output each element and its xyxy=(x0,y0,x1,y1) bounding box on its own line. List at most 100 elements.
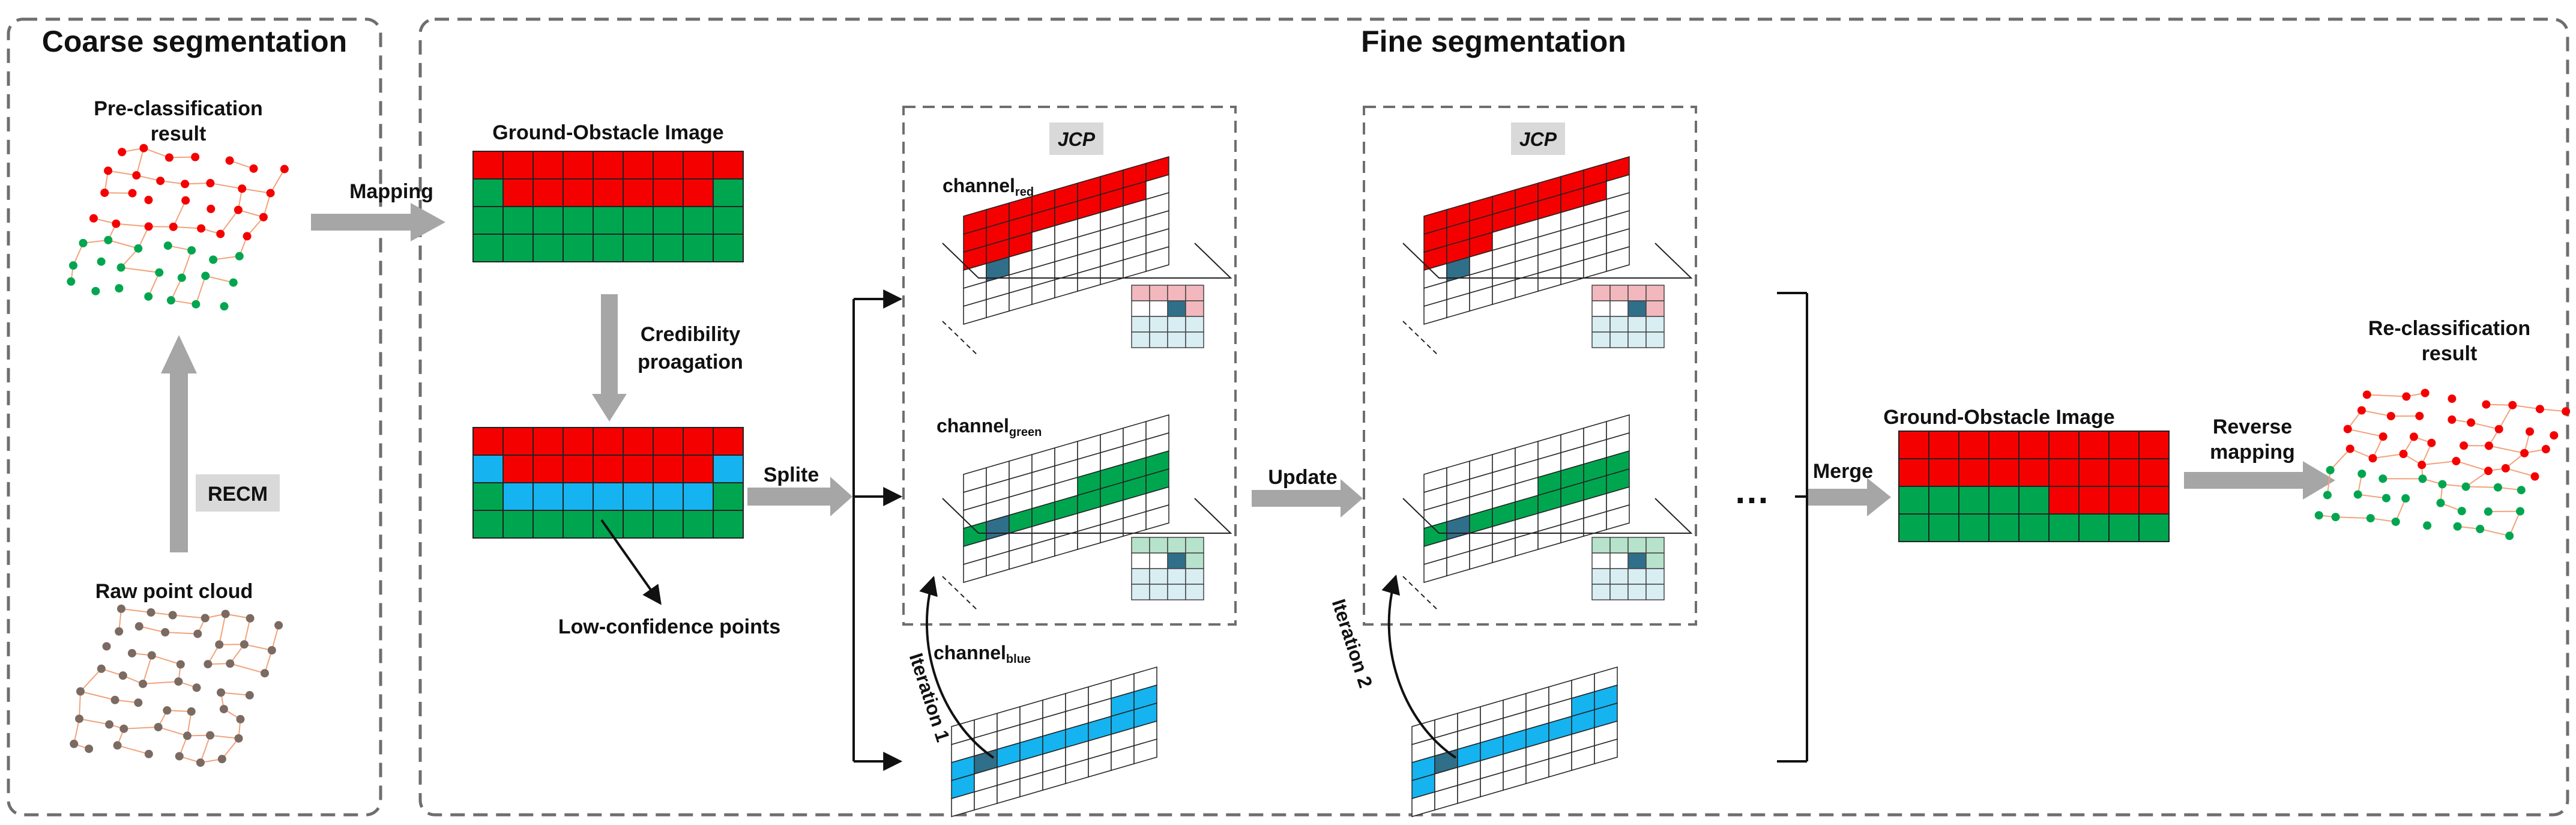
goi1-cell xyxy=(532,234,564,262)
pre-cloud-point xyxy=(134,244,143,253)
recm-label: RECM xyxy=(208,483,268,506)
raw-cloud-point xyxy=(134,622,143,631)
pre-cloud-point xyxy=(156,177,165,186)
goi3-cell xyxy=(2048,458,2080,487)
goi2-cell xyxy=(653,427,684,456)
goi3-cell xyxy=(1928,458,1959,487)
re-cloud-edge xyxy=(2395,498,2407,522)
splite-label: Splite xyxy=(764,464,819,486)
goi2-cell xyxy=(683,510,714,539)
goi3-cell xyxy=(1928,513,1959,542)
iter1-red-zoom-cell xyxy=(1167,300,1186,317)
goi1-cell xyxy=(653,206,684,235)
goi1-cell xyxy=(472,178,504,207)
goi3-cell xyxy=(2078,458,2110,487)
goi3-cell xyxy=(2048,486,2080,515)
goi1-cell xyxy=(502,234,534,262)
raw-point-cloud-label: Raw point cloud xyxy=(95,580,253,603)
iteration-1-arrow xyxy=(919,575,995,759)
pre-cloud-edge xyxy=(213,255,240,261)
goi2-cell xyxy=(683,427,714,456)
goi3-cell xyxy=(2078,431,2110,459)
goi1-cell xyxy=(683,151,714,180)
goi3-cell xyxy=(2138,513,2170,542)
goi2-cell xyxy=(532,455,564,483)
re-cloud-point xyxy=(2436,498,2445,507)
goi1-cell xyxy=(472,206,504,235)
iter1-green-zoom-cell xyxy=(1149,537,1168,554)
raw-cloud-edge xyxy=(80,691,115,701)
pre-cloud-edge xyxy=(185,183,211,185)
raw-cloud-point xyxy=(217,688,226,697)
goi3-cell xyxy=(1988,431,2019,459)
goi2-cell xyxy=(502,510,534,539)
raw-cloud-point xyxy=(116,604,125,613)
raw-cloud-point xyxy=(118,671,127,680)
pre-cloud-point xyxy=(164,153,173,162)
pre-cloud-point xyxy=(97,257,106,266)
pre-cloud-point xyxy=(201,271,210,280)
re-cloud-point xyxy=(2402,392,2411,401)
raw-point-cloud xyxy=(70,604,283,767)
pre-cloud-point xyxy=(100,189,109,198)
re-cloud-edge xyxy=(2370,518,2396,522)
goi3-cell xyxy=(1898,486,1929,515)
raw-cloud-point xyxy=(234,734,243,743)
iter2-green-zoom-cell xyxy=(1591,537,1611,554)
re-cloud-point xyxy=(2401,494,2410,503)
goi1-cell xyxy=(563,151,594,180)
pre-cloud-point xyxy=(207,204,216,213)
pre-cloud-point xyxy=(169,222,178,231)
split-bracket xyxy=(852,289,903,771)
raw-cloud-edge xyxy=(142,681,179,684)
re-cloud-point xyxy=(2457,507,2466,516)
pre-classification-label-line2: result xyxy=(151,122,207,145)
re-classification-label-line2: result xyxy=(2422,342,2478,365)
iter1-green-zoom-cell xyxy=(1131,537,1150,554)
pre-cloud-edge xyxy=(121,267,160,273)
raw-cloud-point xyxy=(134,698,143,707)
iteration-2-arrow xyxy=(1381,574,1457,759)
raw-cloud-point xyxy=(176,660,185,669)
pre-cloud-edge xyxy=(195,276,207,305)
goi3-cell xyxy=(1988,486,2019,515)
re-cloud-point xyxy=(2391,517,2400,526)
goi1-cell xyxy=(653,234,684,262)
iter2-green-zoom-cell xyxy=(1645,584,1665,600)
pre-cloud-point xyxy=(69,261,78,270)
raw-cloud-point xyxy=(201,614,210,623)
raw-cloud-point xyxy=(113,741,122,750)
reverse-mapping-label-line2: mapping xyxy=(2210,441,2295,464)
pre-cloud-point xyxy=(128,189,137,198)
raw-cloud-point xyxy=(246,614,255,623)
goi3-cell xyxy=(1898,458,1929,487)
goi2-cell xyxy=(502,427,534,456)
re-cloud-point xyxy=(2461,482,2470,491)
re-cloud-edge xyxy=(2488,445,2525,454)
iter1-green-cell xyxy=(1145,504,1169,530)
goi1-cell xyxy=(713,151,744,180)
goi3-cell xyxy=(2048,513,2080,542)
goi1-cell xyxy=(683,234,714,262)
jcp-label-box-2 xyxy=(1511,122,1565,155)
goi3-cell xyxy=(1988,458,2019,487)
goi2-cell xyxy=(532,482,564,511)
pre-cloud-edge xyxy=(108,239,139,249)
raw-cloud-point xyxy=(196,758,205,767)
pre-cloud-point xyxy=(238,184,247,193)
goi2-cell xyxy=(563,427,594,456)
raw-cloud-point xyxy=(144,749,153,758)
merge-label: Merge xyxy=(1813,460,1873,483)
iter2-red-zoom-cell xyxy=(1627,316,1647,333)
goi1-cell xyxy=(593,178,624,207)
goi1-cell xyxy=(532,151,564,180)
pre-cloud-edge xyxy=(116,223,149,228)
goi2-cell xyxy=(502,455,534,483)
raw-cloud-point xyxy=(204,660,213,669)
pre-cloud-point xyxy=(155,268,164,277)
iter2-red-prism-link xyxy=(1402,243,1693,279)
raw-cloud-edge xyxy=(199,735,211,763)
iter1-green-zoom-cell xyxy=(1167,568,1186,585)
re-classification-point-cloud xyxy=(2314,388,2571,540)
re-cloud-edge xyxy=(2335,516,2371,519)
